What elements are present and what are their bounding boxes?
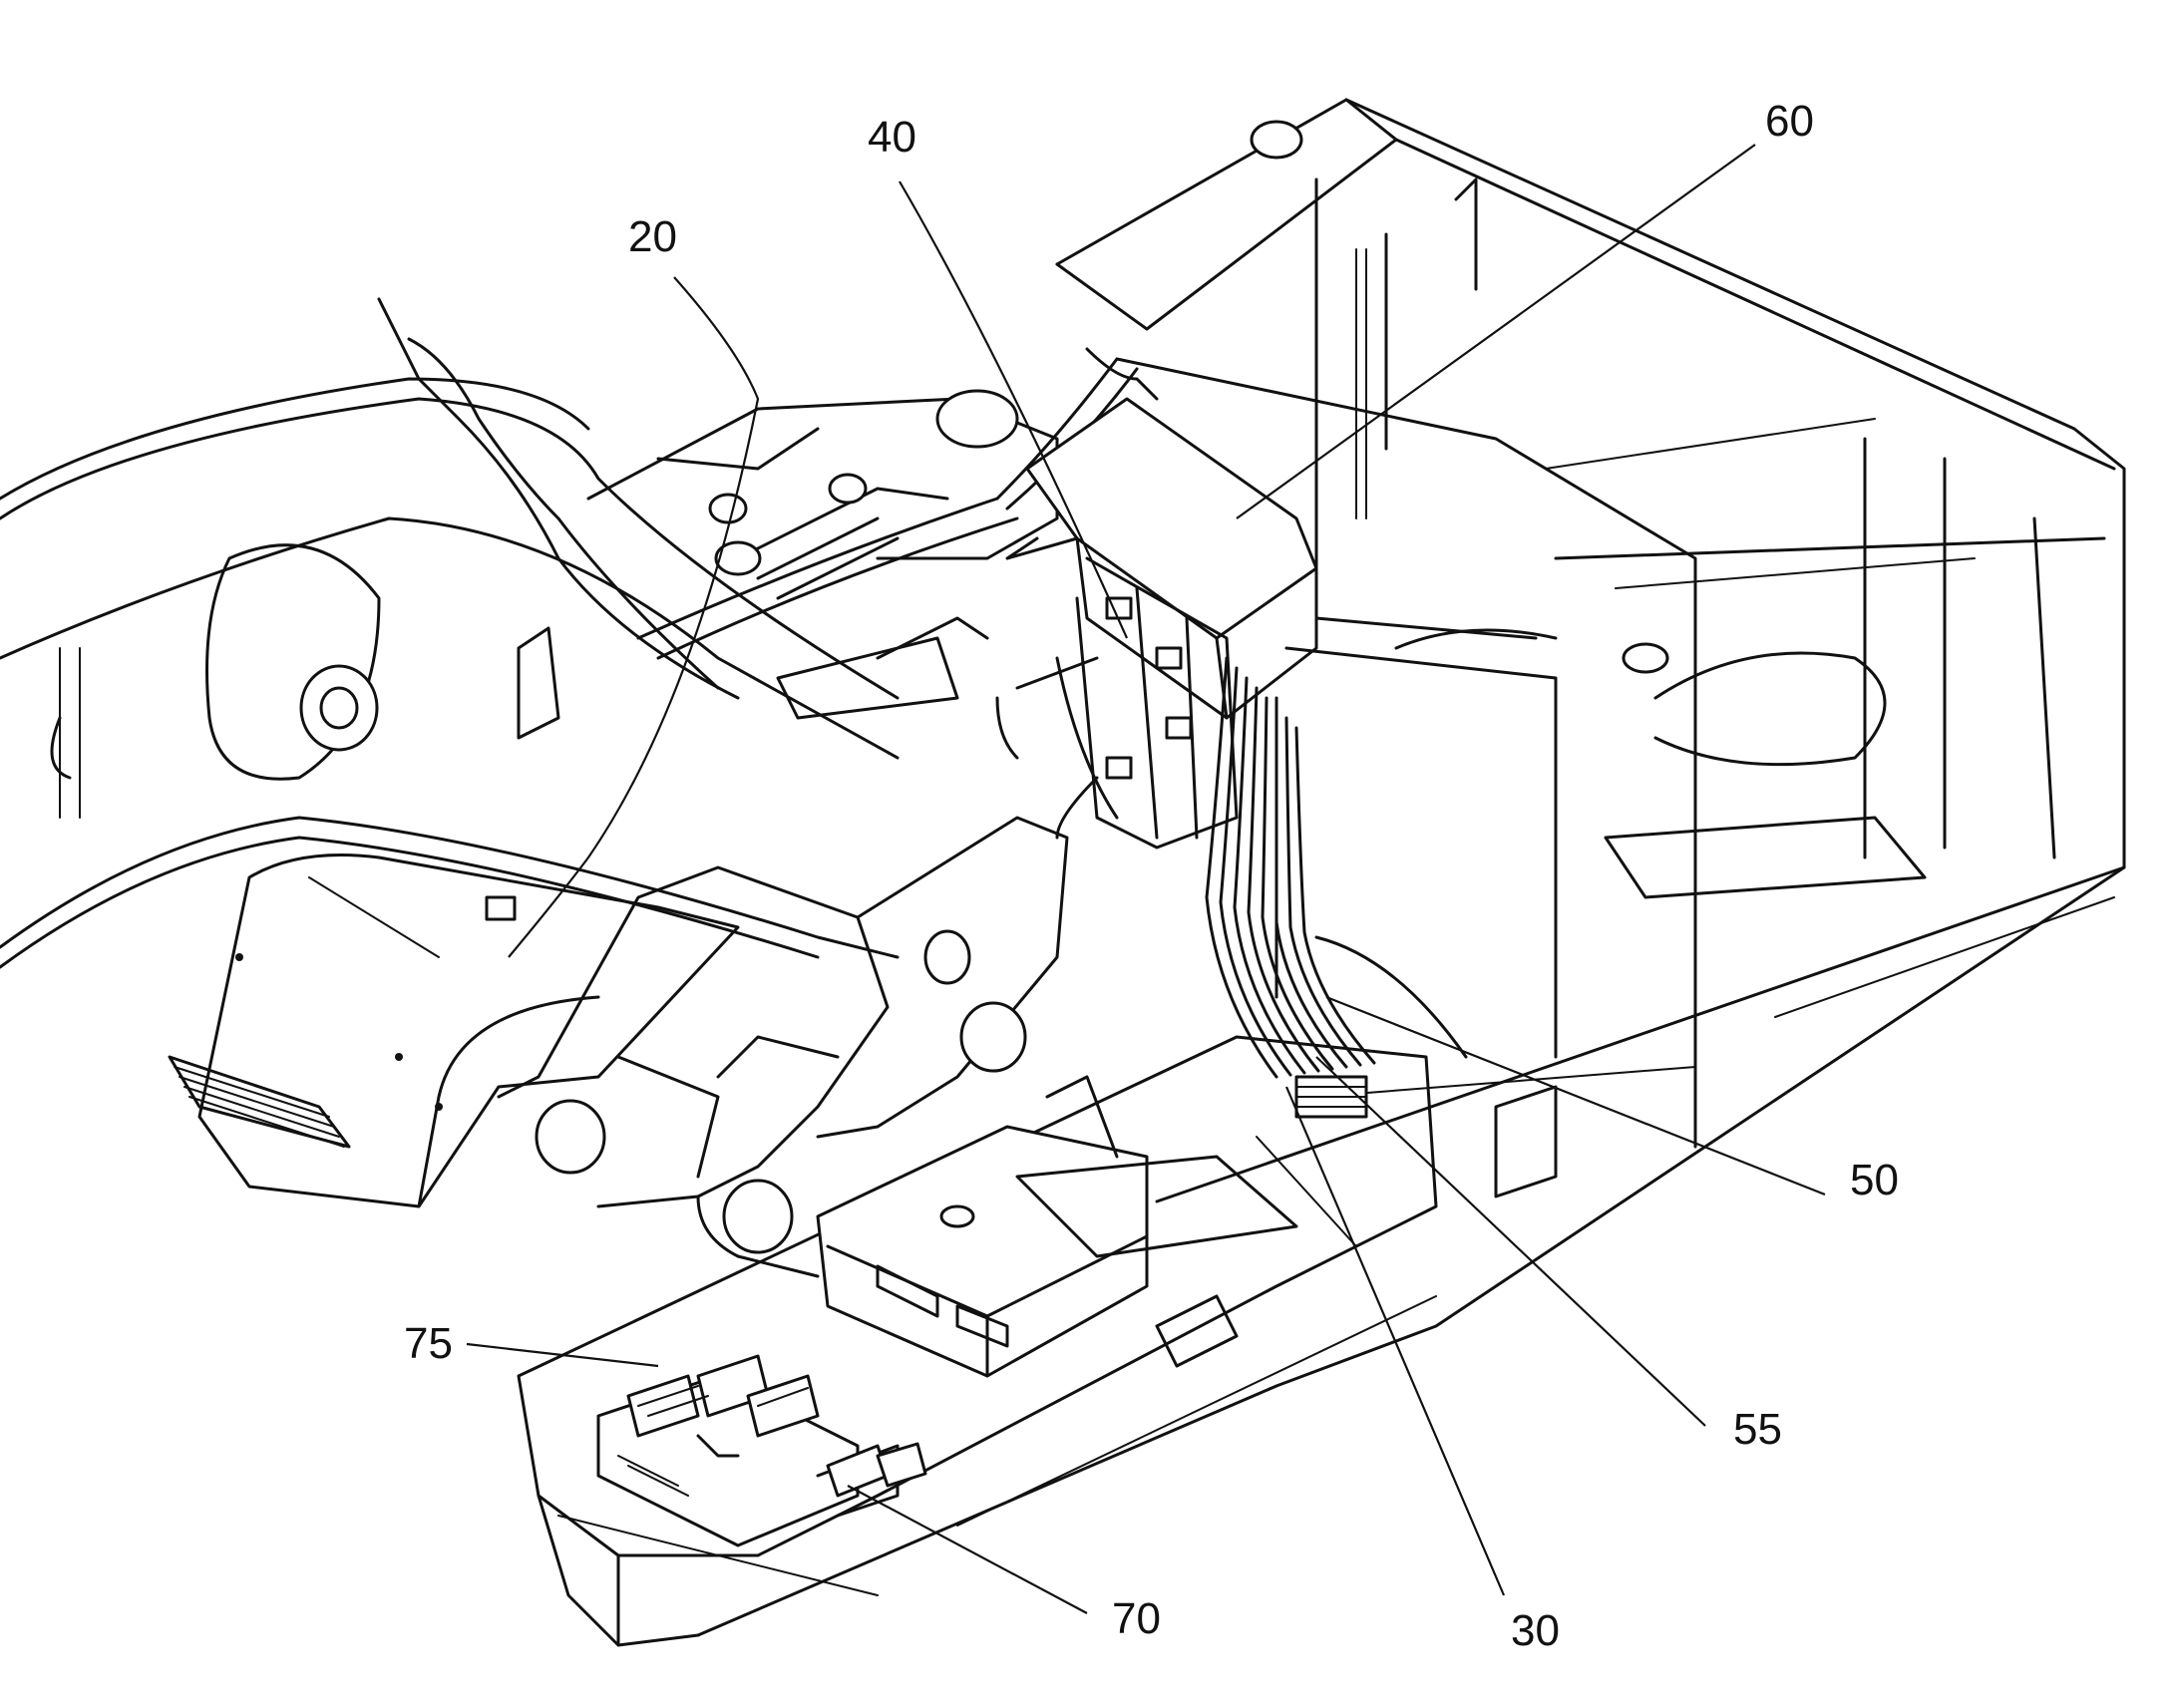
ref-20: 20 bbox=[628, 212, 677, 261]
cab-floor bbox=[517, 865, 2126, 1647]
leader-20 bbox=[508, 276, 760, 958]
boom-assembly bbox=[0, 297, 900, 969]
ref-70: 70 bbox=[1112, 1594, 1161, 1643]
ref-55: 55 bbox=[1733, 1405, 1782, 1454]
reference-numerals: 20 40 60 50 55 30 70 75 bbox=[404, 97, 1899, 1655]
leader-50 bbox=[1325, 995, 1826, 1196]
ref-40: 40 bbox=[868, 113, 916, 162]
ref-75: 75 bbox=[404, 1319, 453, 1368]
leader-60 bbox=[1236, 144, 1756, 519]
ref-60: 60 bbox=[1765, 97, 1814, 146]
pedal-assemblies bbox=[596, 1354, 927, 1547]
hose-bundle bbox=[1205, 656, 1468, 1119]
leader-55 bbox=[1315, 1056, 1706, 1427]
control-valve-body bbox=[995, 556, 1239, 850]
leader-75 bbox=[466, 1342, 659, 1368]
seat-stand-box bbox=[816, 1075, 1298, 1378]
ref-50: 50 bbox=[1850, 1156, 1899, 1204]
leader-40 bbox=[899, 180, 1129, 639]
control-valve-cover bbox=[1005, 397, 1318, 720]
engine-deck bbox=[586, 347, 1159, 720]
boom-foot-bracket bbox=[497, 816, 1069, 1278]
leader-70 bbox=[847, 1485, 1088, 1614]
side-box-with-step bbox=[168, 854, 740, 1208]
ref-30: 30 bbox=[1511, 1606, 1560, 1655]
leader-lines bbox=[466, 144, 1826, 1614]
leader-30 bbox=[1284, 1086, 1506, 1596]
